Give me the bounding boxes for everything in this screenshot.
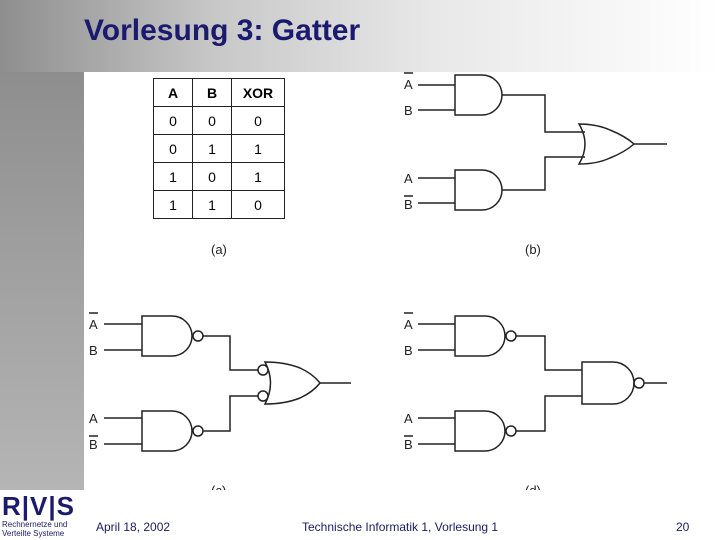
and-gate [141, 410, 193, 452]
footer-date: April 18, 2002 [96, 520, 171, 534]
label-b-bar: B [89, 437, 98, 452]
label-a-bar: A [404, 317, 413, 332]
label-b-bar: B [404, 437, 413, 452]
logo-line-1: Rechnernetze und [2, 520, 68, 529]
inversion-bubble [633, 377, 645, 389]
label-b-bar: B [404, 197, 413, 212]
table-cell: 1 [153, 190, 193, 219]
xor-truth-table: A B XOR 0 0 0 0 1 1 1 0 1 1 1 0 [153, 78, 285, 219]
negation-overbars [89, 72, 413, 437]
table-cell: 1 [231, 134, 285, 163]
inversion-bubble [192, 425, 204, 437]
table-cell: 0 [231, 190, 285, 219]
header-xor: XOR [231, 78, 285, 107]
caption-a: (a) [211, 242, 227, 257]
circuit-c [104, 315, 351, 452]
page-number: 20 [676, 520, 690, 534]
label-b: B [89, 343, 98, 358]
and-gate [581, 361, 635, 405]
caption-b: (b) [525, 242, 541, 257]
slide-title: Vorlesung 3: Gatter [84, 14, 361, 47]
inversion-bubble [505, 425, 517, 437]
left-decor-strip [0, 72, 84, 490]
or-gate [577, 123, 636, 165]
table-cell: 0 [231, 106, 285, 135]
label-a: A [404, 411, 413, 426]
and-gate [454, 74, 503, 116]
label-b: B [404, 103, 413, 118]
table-row: 1 0 1 [153, 162, 285, 191]
footer-course: Technische Informatik 1, Vorlesung 1 [302, 520, 499, 534]
table-cell: 0 [153, 134, 193, 163]
logo-mark: R|V|S [2, 491, 76, 521]
label-b: B [404, 343, 413, 358]
inversion-bubble [505, 330, 517, 342]
inversion-bubble [257, 390, 269, 402]
label-a-bar: A [404, 77, 413, 92]
rvs-logo: R|V|S Rechnernetze und Verteilte Systeme [2, 492, 82, 538]
and-gate [454, 410, 506, 452]
and-gate [454, 315, 506, 357]
footer-bar [0, 490, 720, 540]
label-a-bar: A [89, 317, 98, 332]
or-gate [263, 361, 321, 405]
and-gate [141, 315, 193, 357]
and-gate [454, 169, 503, 211]
table-row: 0 0 0 [153, 106, 285, 135]
logo-line-2: Verteilte Systeme [2, 529, 65, 538]
circuit-d [418, 315, 667, 452]
label-a: A [89, 411, 98, 426]
table-row: 1 1 0 [153, 190, 285, 219]
inversion-bubble [192, 330, 204, 342]
inversion-bubble [257, 364, 269, 376]
circuit-b [418, 74, 667, 211]
table-cell: 0 [153, 106, 193, 135]
label-a: A [404, 171, 413, 186]
